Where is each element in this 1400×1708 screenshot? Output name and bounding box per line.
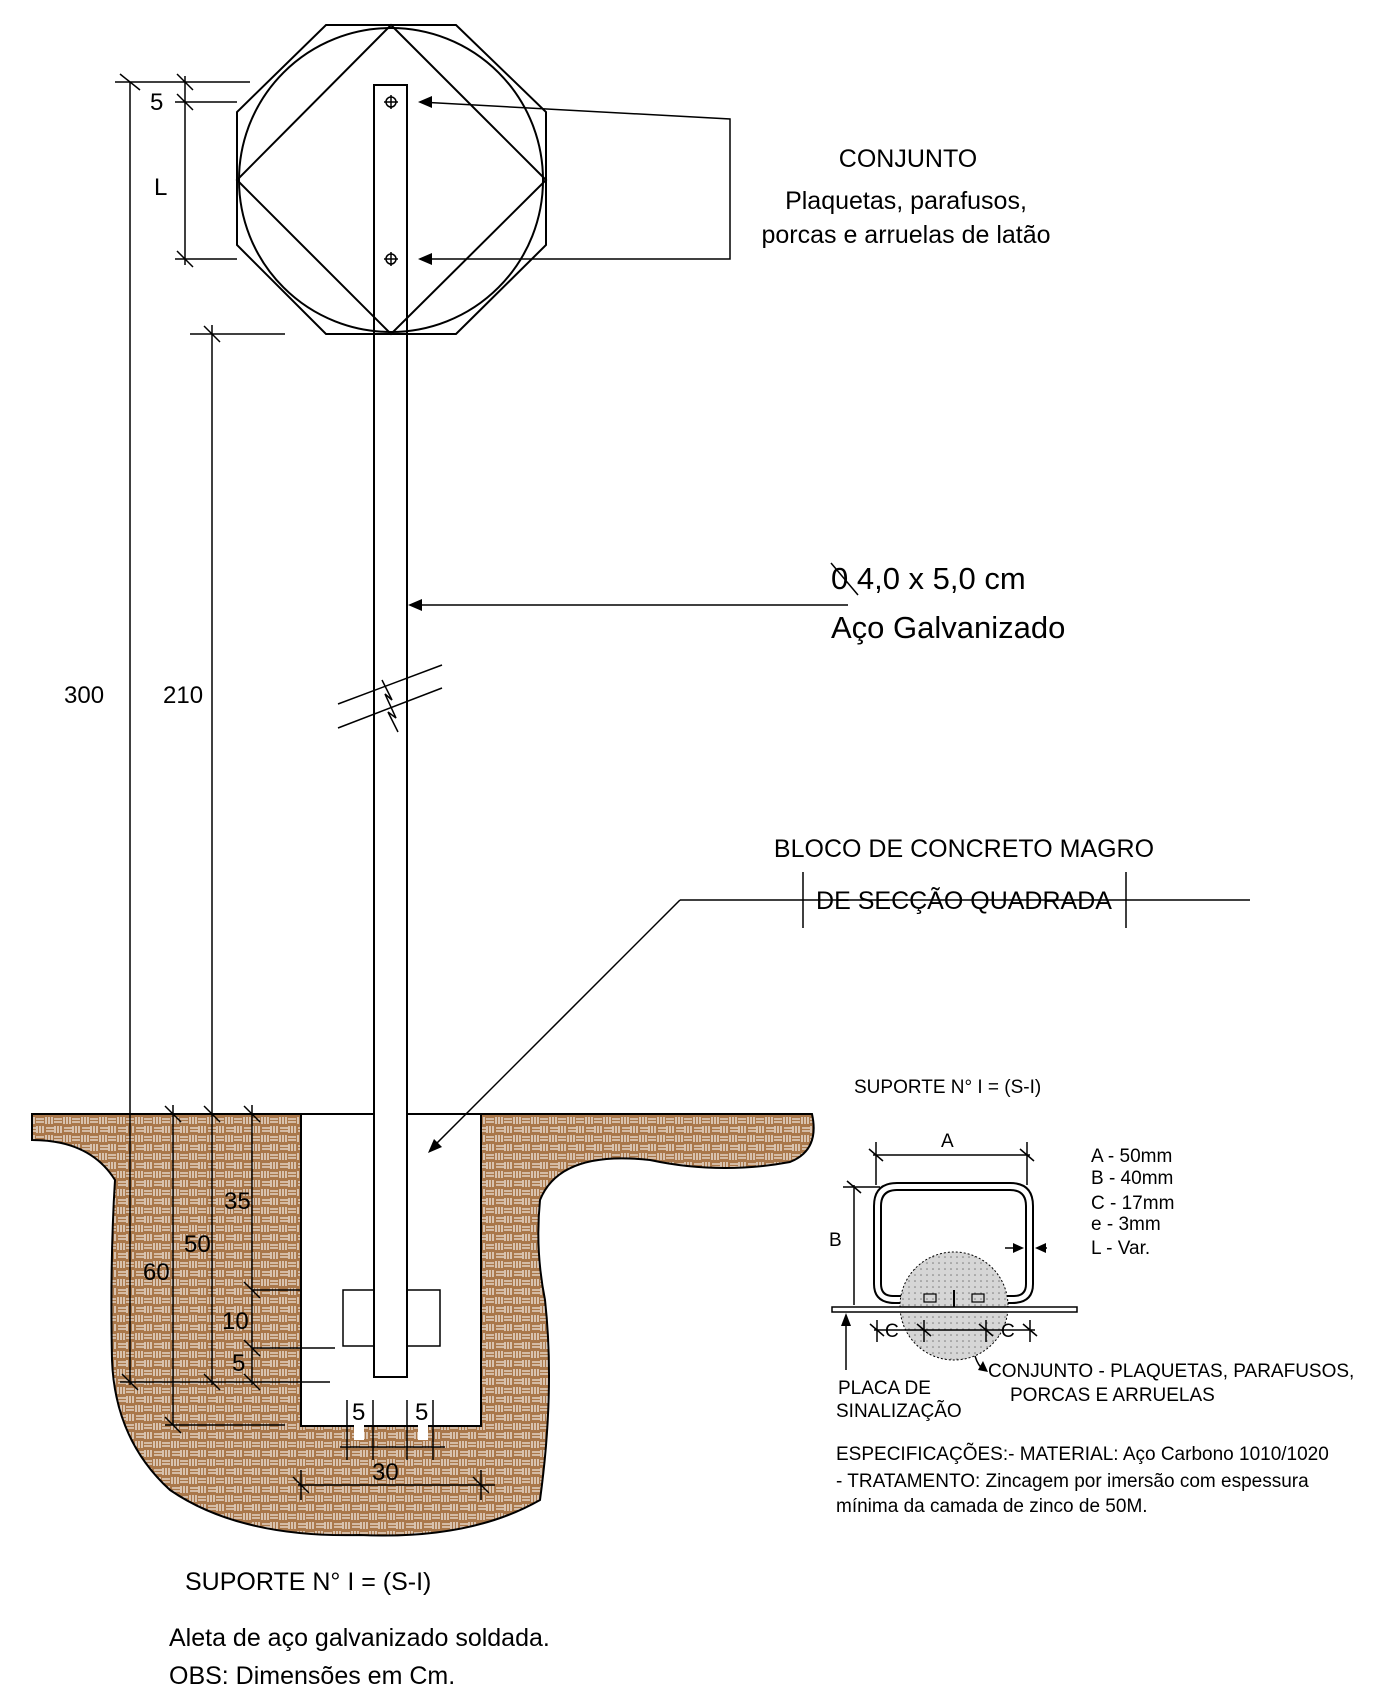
post-section-label: 0 4,0 x 5,0 cm (831, 561, 1026, 596)
spec-e: e - 3mm (1091, 1214, 1161, 1235)
spec-line2: - TRATAMENTO: Zincagem por imersão com e… (836, 1471, 1309, 1492)
footer-note2: OBS: Dimensões em Cm. (169, 1662, 455, 1690)
detail-conjunto-line2: PORCAS E ARRUELAS (1010, 1385, 1215, 1406)
post-leader (408, 599, 848, 611)
dim-hole-spacing: L (154, 174, 167, 201)
detail-title: SUPORTE N° I = (S-I) (854, 1077, 1041, 1098)
conjunto-leader (418, 96, 731, 265)
detail-dim-c-left: C (885, 1321, 899, 1342)
block-label-line2: DE SECÇÃO QUADRADA (816, 886, 1112, 915)
detail-dim-c-right: C (1001, 1321, 1015, 1342)
dim-lines (115, 73, 495, 1500)
block-label-line1: BLOCO DE CONCRETO MAGRO (774, 835, 1154, 863)
dim-embed-60: 60 (143, 1259, 170, 1286)
spec-l: L - Var. (1091, 1238, 1150, 1259)
post-top (373, 84, 408, 335)
dim-fin-left: 5 (352, 1399, 365, 1426)
spec-c: C - 17mm (1091, 1193, 1174, 1214)
bolt-top-icon (384, 95, 398, 109)
dim-embed-35: 35 (224, 1188, 251, 1215)
plate-label-line2: SINALIZAÇÃO (836, 1400, 962, 1422)
dim-embed-5: 5 (232, 1350, 245, 1377)
detail-section (831, 1142, 1078, 1372)
conjunto-line1: Plaquetas, parafusos, (785, 187, 1027, 215)
bolt-bottom-icon (384, 252, 398, 266)
dim-top-offset: 5 (150, 89, 163, 116)
footer-title: SUPORTE N° I = (S-I) (185, 1568, 431, 1596)
detail-dim-a: A (941, 1131, 954, 1152)
break-symbol (337, 664, 443, 733)
spec-line1: ESPECIFICAÇÕES:- MATERIAL: Aço Carbono 1… (836, 1443, 1329, 1465)
diameter-slash (830, 562, 859, 596)
dim-fin-right: 5 (415, 1399, 428, 1426)
weld-left (354, 1424, 364, 1440)
dim-clear-height: 210 (163, 682, 203, 709)
conjunto-line2: porcas e arruelas de latão (761, 221, 1050, 249)
dim-embed-50: 50 (184, 1231, 211, 1258)
dim-block-width: 30 (372, 1459, 399, 1486)
spec-a: A - 50mm (1091, 1146, 1172, 1167)
footer-note1: Aleta de aço galvanizado soldada. (169, 1624, 550, 1652)
detail-conjunto-line1: CONJUNTO - PLAQUETAS, PARAFUSOS, (988, 1361, 1354, 1382)
dim-total-height: 300 (64, 682, 104, 709)
post (373, 84, 408, 1378)
plate-label-line1: PLACA DE (838, 1378, 931, 1399)
block-leader (428, 872, 1250, 1153)
conjunto-title: CONJUNTO (839, 145, 977, 173)
detail-dim-b: B (829, 1230, 842, 1251)
spec-line3: mínima da camada de zinco de 50M. (836, 1496, 1148, 1517)
dim-embed-10: 10 (222, 1308, 249, 1335)
post-material-label: Aço Galvanizado (831, 610, 1065, 645)
weld-right (418, 1424, 428, 1440)
spec-b: B - 40mm (1091, 1168, 1173, 1189)
